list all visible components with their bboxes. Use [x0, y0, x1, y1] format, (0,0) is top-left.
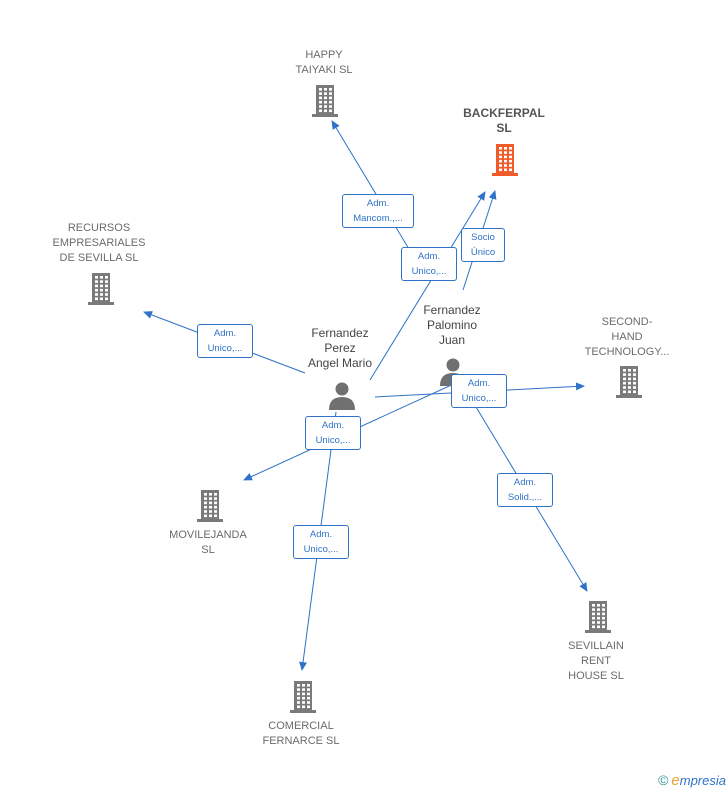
edge-label-fpalomino-to-happy[interactable]: Adm. Mancom.,... [342, 194, 414, 228]
sevillain-label[interactable]: SEVILLAIN RENT HOUSE SL [568, 640, 624, 682]
comercial-building-icon[interactable] [290, 681, 316, 713]
comercial-label[interactable]: COMERCIAL FERNARCE SL [262, 720, 340, 747]
edge-fperez-to-backferpal [369, 191, 486, 381]
recursos-building-icon[interactable] [88, 273, 114, 305]
movilejanda-label[interactable]: MOVILEJANDA SL [169, 529, 247, 556]
fperez-person-icon[interactable] [329, 382, 355, 411]
edge-label-fperez-to-comercial[interactable]: Adm. Unico,... [293, 525, 349, 559]
backferpal-label[interactable]: BACKFERPAL SL [463, 106, 545, 135]
recursos-label[interactable]: RECURSOS EMPRESARIALES DE SEVILLA SL [52, 222, 146, 264]
edge-label-fperez-to-backferpal[interactable]: Adm. Unico,... [401, 247, 457, 281]
empresia-logo-text: mpresia [679, 773, 726, 788]
edge-label-fpalomino-to-backferpal[interactable]: Socio Único [461, 228, 505, 262]
empresia-footer: ©empresia [658, 772, 726, 789]
copyright-icon: © [658, 772, 669, 788]
edge-label-fpalomino-to-second[interactable]: Adm. Unico,... [451, 374, 507, 408]
happy-label[interactable]: HAPPY TAIYAKI SL [295, 49, 353, 76]
edge-label-fpalomino-to-movilejanda[interactable]: Adm. Unico,... [305, 416, 361, 450]
second-label[interactable]: SECOND- HAND TECHNOLOGY... [584, 316, 670, 358]
second-building-icon[interactable] [616, 366, 642, 398]
edge-label-fperez-to-recursos[interactable]: Adm. Unico,... [197, 324, 253, 358]
empresia-logo-e: e [671, 772, 680, 789]
happy-building-icon[interactable] [312, 85, 338, 117]
sevillain-building-icon[interactable] [585, 601, 611, 633]
edge-label-fpalomino-to-sevillain[interactable]: Adm. Solid.,... [497, 473, 553, 507]
fperez-label[interactable]: Fernandez Perez Angel Mario [307, 326, 373, 370]
fpalomino-label[interactable]: Fernandez Palomino Juan [423, 303, 481, 347]
edge-fpalomino-to-happy [331, 120, 413, 255]
backferpal-building-icon[interactable] [492, 144, 518, 176]
movilejanda-building-icon[interactable] [197, 490, 223, 522]
